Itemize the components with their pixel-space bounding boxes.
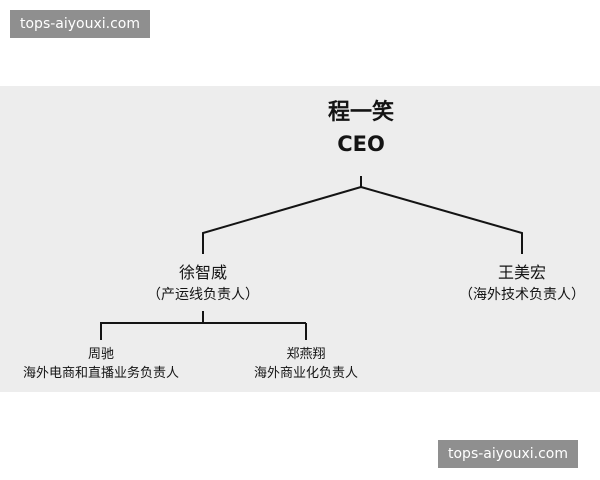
node-zhou-name: 周驰	[87, 347, 115, 362]
node-zheng-role: 海外商业化负责人	[253, 366, 359, 381]
node-wang: 王美宏 （海外技术负责人）	[459, 262, 585, 306]
connector-root-to-wang	[360, 186, 523, 254]
node-ceo-name: 程一笑	[327, 100, 395, 125]
watermark-bottom: tops-aiyouxi.com	[438, 440, 579, 468]
node-zhou-role: 海外电商和直播业务负责人	[22, 366, 180, 381]
node-zheng: 郑燕翔 海外商业化负责人	[254, 345, 358, 383]
org-chart: 程一笑 CEO 徐智威 （产运线负责人） 王美宏 （海外技术负责人） 周驰 海外…	[0, 86, 600, 392]
node-xu: 徐智威 （产运线负责人）	[147, 262, 259, 306]
node-ceo-title: CEO	[337, 132, 385, 156]
watermark-top: tops-aiyouxi.com	[10, 10, 151, 38]
org-chart-connectors	[100, 176, 523, 340]
node-zhou: 周驰 海外电商和直播业务负责人	[23, 345, 179, 383]
node-xu-role: （产运线负责人）	[147, 287, 259, 303]
node-xu-name: 徐智威	[178, 263, 227, 282]
connector-root-to-xu	[202, 186, 362, 254]
node-wang-role: （海外技术负责人）	[459, 287, 585, 303]
node-ceo: 程一笑 CEO	[328, 98, 394, 160]
node-zheng-name: 郑燕翔	[286, 347, 326, 362]
node-wang-name: 王美宏	[497, 263, 546, 282]
